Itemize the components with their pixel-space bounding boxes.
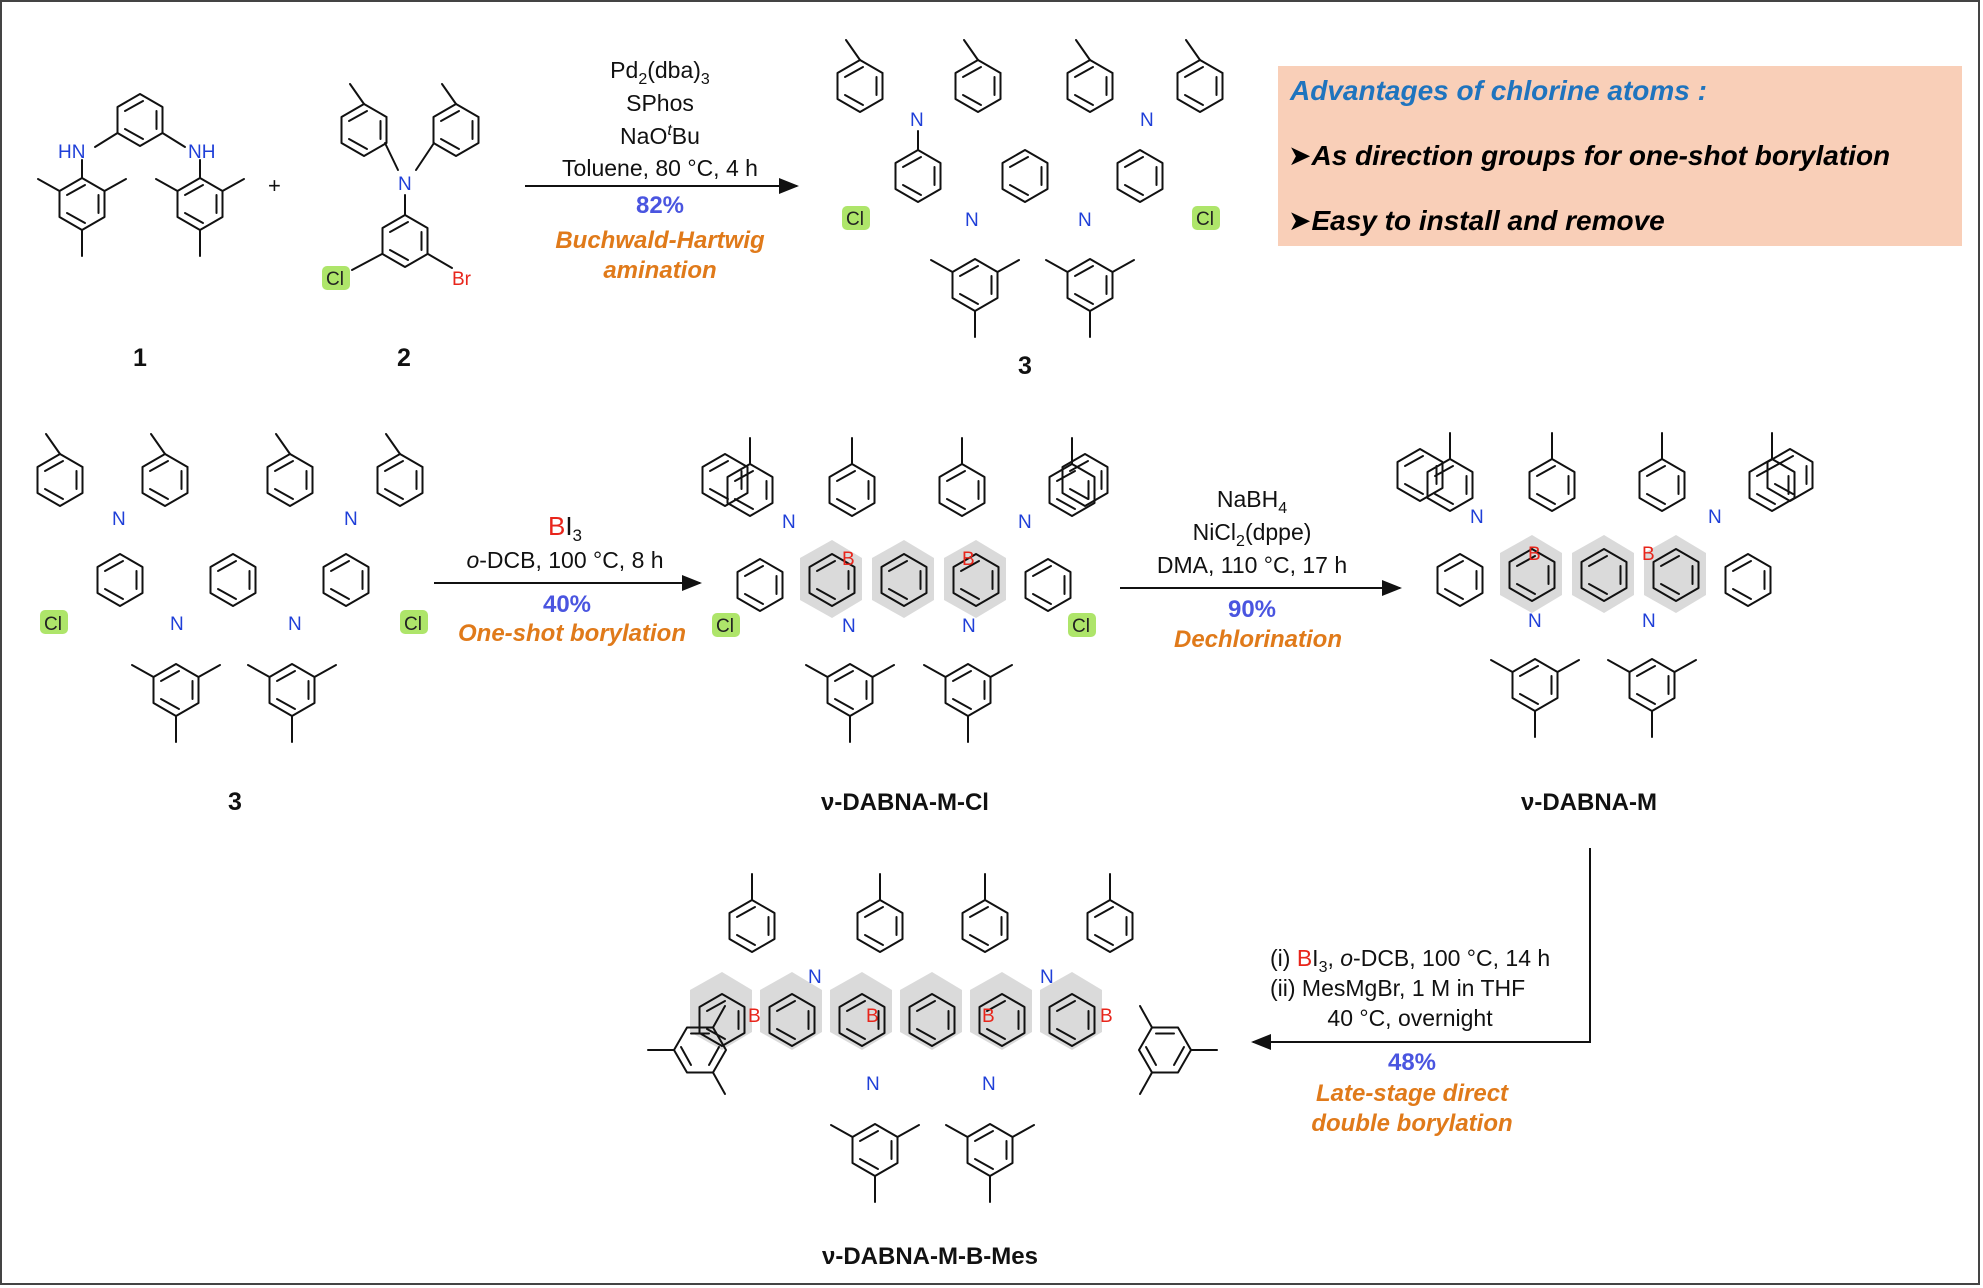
conditions-step-4-line-1: (i) BI3, o-DCB, 100 °C, 14 h <box>1270 945 1550 976</box>
atom-label-b: B <box>962 549 975 570</box>
compound-number-2: 2 <box>397 344 411 372</box>
reaction-name-step-4-line-2: double borylation <box>1311 1110 1512 1137</box>
atom-label-n: N <box>1642 611 1656 632</box>
advantage-item-2: ➤Easy to install and remove <box>1288 205 1665 236</box>
atom-label-n: N <box>1140 110 1154 131</box>
reaction-name-step-3: Dechlorination <box>1174 626 1342 653</box>
atom-label-n: N <box>782 512 796 533</box>
reaction-arrow-4 <box>1251 848 1591 1050</box>
atom-label-n: N <box>1078 210 1092 231</box>
atom-label-n: N <box>962 616 976 637</box>
reagent-pd2dba3: Pd2(dba)3 <box>610 57 710 88</box>
atom-label-cl: Cl <box>44 614 62 635</box>
reagent-bi3: BI3 <box>548 511 582 545</box>
compound-label-nu-dabna-m-cl: ν-DABNA-M-Cl <box>821 789 989 816</box>
atom-label-cl: Cl <box>716 616 734 637</box>
yield-step-3: 90% <box>1228 596 1276 623</box>
structure-compound-1: HN NH 1 <box>38 93 244 372</box>
reaction-step-4: (i) BI3, o-DCB, 100 °C, 14 h (ii) MesMgB… <box>1251 848 1591 1137</box>
chlorine-highlight <box>40 610 68 634</box>
advantages-background <box>1278 66 1962 246</box>
reaction-step-1: Pd2(dba)3 SPhos NaOtBu Toluene, 80 °C, 4… <box>525 57 799 284</box>
atom-label-hn: HN <box>58 142 85 163</box>
atom-label-b: B <box>1100 1006 1113 1027</box>
atom-label-n: N <box>1018 512 1032 533</box>
compound-number-3-mid: 3 <box>228 788 242 816</box>
plus-sign: + <box>268 173 281 198</box>
atom-label-cl: Cl <box>846 209 864 230</box>
atom-label-cl: Cl <box>326 269 344 290</box>
atom-label-n: N <box>808 967 822 988</box>
atom-label-n: N <box>1708 507 1722 528</box>
atom-label-cl: Cl <box>1072 616 1090 637</box>
yield-step-1: 82% <box>636 192 684 219</box>
reagent-nabh4: NaBH4 <box>1217 486 1287 517</box>
atom-label-br: Br <box>452 269 472 290</box>
conditions-step-2: o-DCB, 100 °C, 8 h <box>466 547 663 573</box>
atom-label-n: N <box>170 614 184 635</box>
advantages-box: Advantages of chlorine atoms : ➤As direc… <box>1278 66 1962 246</box>
reaction-step-2: BI3 o-DCB, 100 °C, 8 h 40% One-shot bory… <box>434 511 702 647</box>
atom-label-b: B <box>866 1006 879 1027</box>
atom-label-n: N <box>965 210 979 231</box>
structure-compound-3-top: N Cl N N N Cl 3 <box>838 40 1223 380</box>
atom-label-n: N <box>842 616 856 637</box>
advantage-item-1: ➤As direction groups for one-shot boryla… <box>1288 140 1890 171</box>
conditions-step-1: Toluene, 80 °C, 4 h <box>562 155 758 181</box>
reagent-sphos: SPhos <box>626 90 694 116</box>
compound-label-nu-dabna-m-b-mes: ν-DABNA-M-B-Mes <box>822 1243 1038 1270</box>
atom-label-b: B <box>1642 544 1655 565</box>
reaction-name-step-1-line-1: Buchwald-Hartwig <box>555 227 765 254</box>
atom-label-n: N <box>982 1074 996 1095</box>
advantages-title: Advantages of chlorine atoms : <box>1289 75 1707 106</box>
atom-label-n: N <box>288 614 302 635</box>
atom-label-nh: NH <box>188 142 215 163</box>
structure-nu-dabna-m-cl: N N B B N N Cl Cl ν-DABNA-M-Cl <box>701 438 1109 816</box>
chlorine-highlight <box>1192 206 1220 230</box>
compound-number-1: 1 <box>133 344 147 372</box>
chlorine-highlight <box>1068 613 1096 637</box>
atom-label-n: N <box>866 1074 880 1095</box>
atom-label-b: B <box>1528 544 1541 565</box>
chlorine-highlight <box>842 206 870 230</box>
arrowhead-bullet-icon: ➤ <box>1288 140 1311 171</box>
atom-label-b: B <box>748 1006 761 1027</box>
arrowhead-bullet-icon: ➤ <box>1288 205 1311 236</box>
structure-nu-dabna-m: N N B B N N ν-DABNA-M <box>1396 433 1814 816</box>
reagent-naotbu: NaOtBu <box>620 122 700 149</box>
structure-compound-2: N Cl Br 2 <box>322 84 479 372</box>
chlorine-highlight <box>322 266 350 290</box>
atom-label-cl: Cl <box>1196 209 1214 230</box>
atom-label-n: N <box>910 110 924 131</box>
atom-label-n: N <box>344 509 358 530</box>
yield-step-2: 40% <box>543 591 591 618</box>
reaction-name-step-4-line-1: Late-stage direct <box>1316 1080 1509 1107</box>
atom-label-n: N <box>1528 611 1542 632</box>
atom-label-b: B <box>982 1006 995 1027</box>
advantage-item-2-text: Easy to install and remove <box>1311 205 1664 236</box>
atom-label-n: N <box>1470 507 1484 528</box>
atom-label-n: N <box>398 174 412 195</box>
chlorine-highlight <box>400 610 428 634</box>
reaction-step-3: NaBH4 NiCl2(dppe) DMA, 110 °C, 17 h 90% … <box>1120 486 1402 653</box>
conditions-step-4-line-2: (ii) MesMgBr, 1 M in THF <box>1270 975 1525 1001</box>
compound-label-nu-dabna-m: ν-DABNA-M <box>1521 789 1657 816</box>
atom-label-n: N <box>1040 967 1054 988</box>
structure-compound-3-mid: N Cl N N N Cl 3 <box>38 434 428 816</box>
reagent-nicl2-dppe: NiCl2(dppe) <box>1193 519 1312 550</box>
advantage-item-1-text: As direction groups for one-shot borylat… <box>1310 140 1890 171</box>
atom-label-n: N <box>112 509 126 530</box>
reaction-name-step-2: One-shot borylation <box>458 620 686 647</box>
structure-nu-dabna-m-b-mes: N N B B B B N N ν-DABNA-M-B-Mes <box>648 874 1217 1270</box>
conditions-step-4-line-3: 40 °C, overnight <box>1327 1005 1493 1031</box>
compound-number-3-top: 3 <box>1018 352 1032 380</box>
atom-label-b: B <box>842 549 855 570</box>
chlorine-highlight <box>712 613 740 637</box>
yield-step-4: 48% <box>1388 1049 1436 1076</box>
reaction-name-step-1-line-2: amination <box>603 257 716 284</box>
atom-label-cl: Cl <box>404 614 422 635</box>
conditions-step-3: DMA, 110 °C, 17 h <box>1157 552 1347 578</box>
